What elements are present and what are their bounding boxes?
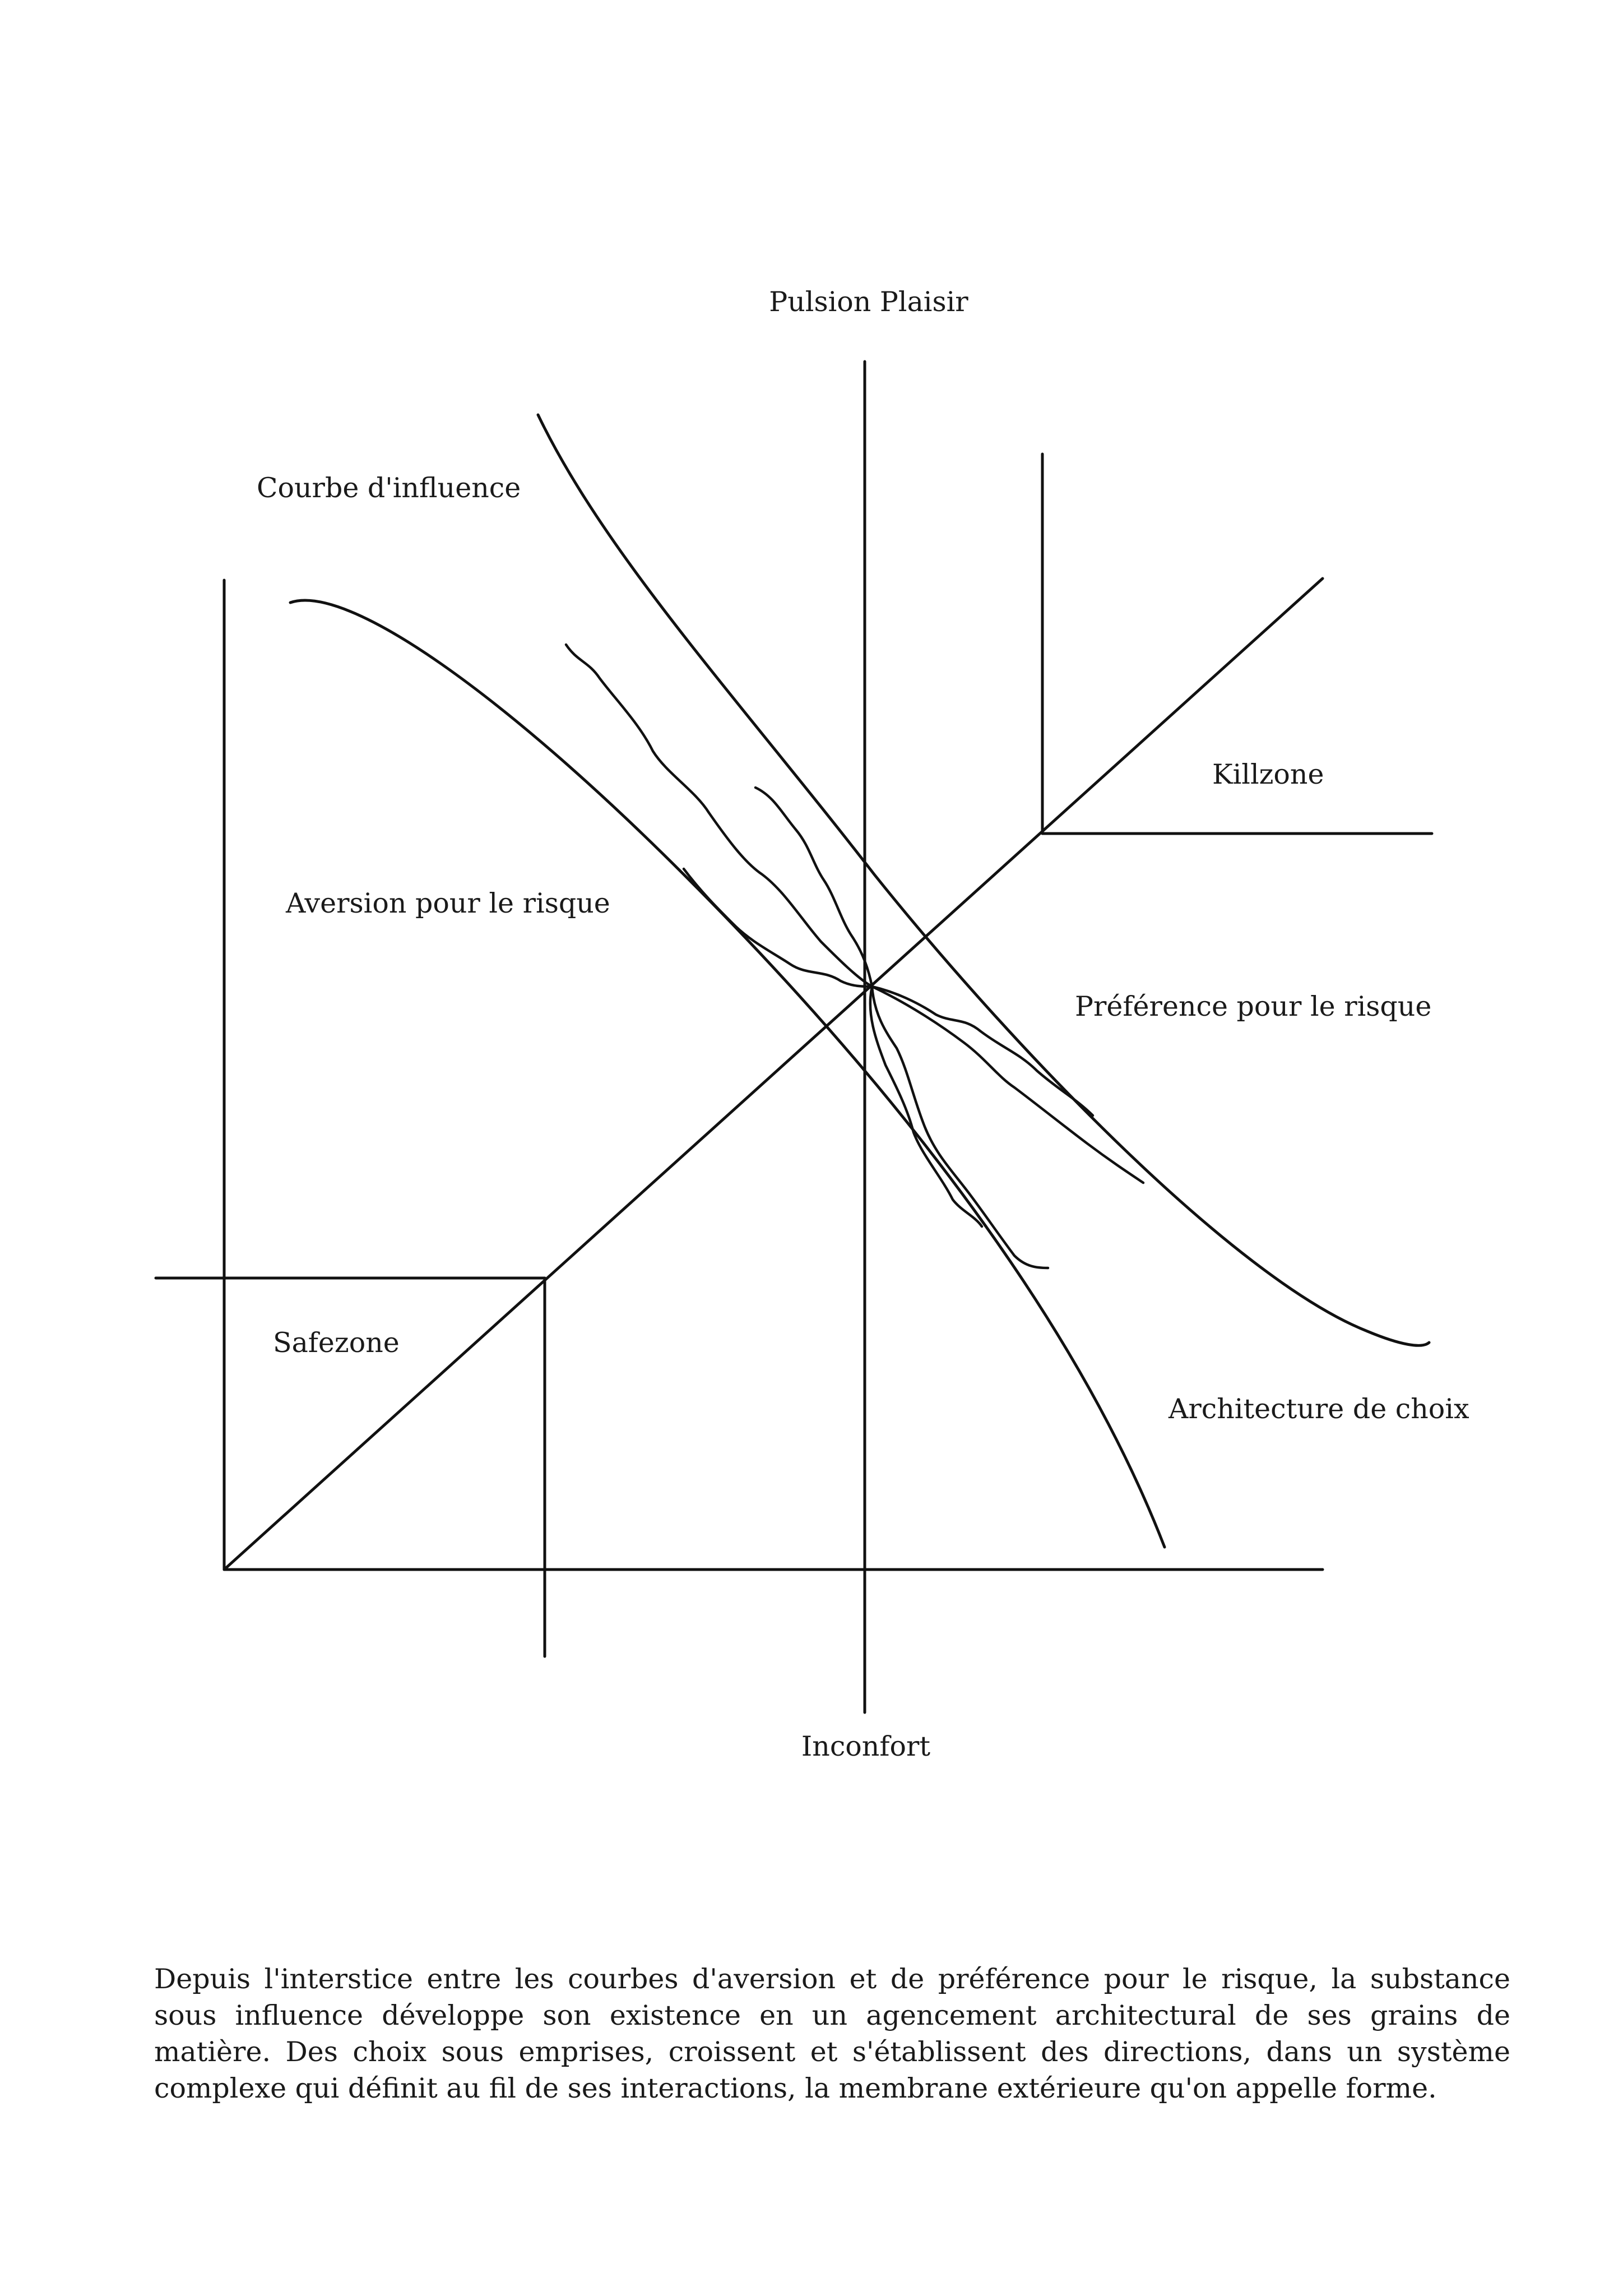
label-inconfort: Inconfort [801,1730,930,1762]
diagram-labels: Pulsion Plaisir Inconfort Courbe d'influ… [257,286,1469,1762]
label-courbe-influence: Courbe d'influence [257,472,521,504]
preference-curve [536,413,1431,1347]
fibre-7 [869,985,984,1228]
label-aversion: Aversion pour le risque [285,887,610,919]
fibre-6 [870,985,1050,1270]
axes [154,360,1434,1714]
diagonal-line [222,577,1324,1571]
aversion-curve [289,599,1166,1549]
fibre-2 [682,867,874,988]
label-architecture: Architecture de choix [1168,1393,1469,1425]
label-killzone: Killzone [1212,758,1324,790]
label-safezone: Safezone [273,1327,400,1359]
fibre-5 [870,985,1145,1184]
fibre-4 [870,985,1095,1117]
convergence-fibres [564,643,1145,1270]
label-preference: Préférence pour le risque [1075,990,1431,1022]
caption-paragraph: Depuis l'interstice entre les courbes d'… [154,1963,1510,2104]
label-pulsion-plaisir: Pulsion Plaisir [769,286,968,318]
fibre-1 [564,643,874,988]
fibre-3 [754,786,874,988]
